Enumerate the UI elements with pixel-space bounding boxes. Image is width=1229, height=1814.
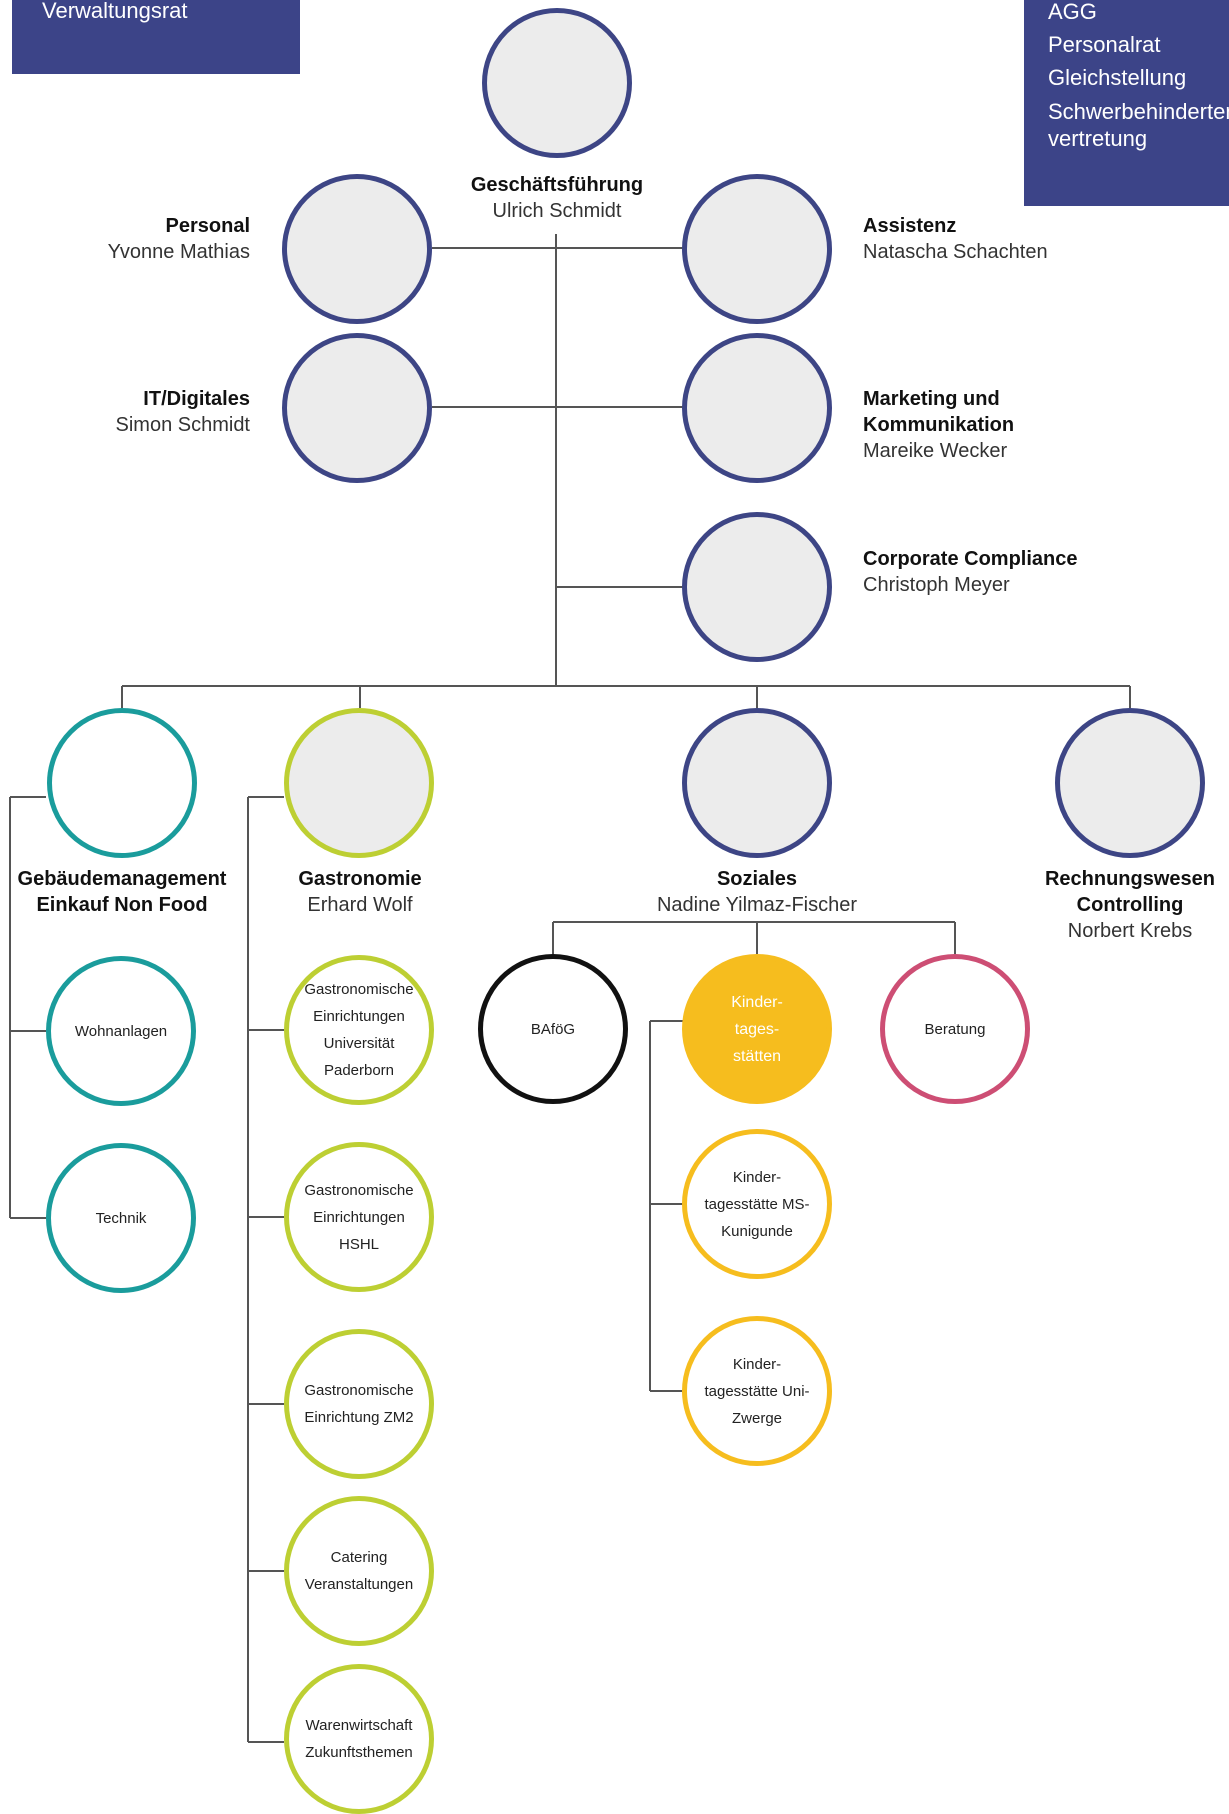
unit-gastro-hshl-line-3: HSHL (338, 1235, 379, 1253)
unit-kitas-line-2: tages- (734, 1020, 780, 1038)
dept-rechnung-title-1: Rechnungswesen (1044, 868, 1216, 890)
unit-gastro-zm2: Gastronomische Einrichtung ZM2 (284, 1329, 434, 1479)
staff-personal-label: Personal Yvonne Mathias (20, 213, 250, 265)
committee-agg: AGG (1048, 0, 1097, 24)
unit-kita-kunigunde-line-3: Kunigunde (721, 1222, 793, 1240)
dept-gastro-title: Gastronomie (298, 868, 422, 890)
staff-personal-name: Yvonne Mathias (107, 241, 250, 263)
dept-soziales-photo (682, 708, 832, 858)
committee-gleichstellung: Gleichstellung (1048, 65, 1187, 90)
staff-marketing-photo (682, 333, 832, 483)
unit-kita-kunigunde-line-1: Kinder- (732, 1168, 782, 1186)
staff-it-title: IT/Digitales (143, 388, 250, 410)
staff-it-photo (282, 333, 432, 483)
staff-assistenz-photo (682, 174, 832, 324)
dept-gebaeude-title-1: Gebäudemanagement (17, 868, 227, 890)
dept-gebaeude-label: Gebäudemanagement Einkauf Non Food (2, 866, 242, 918)
unit-warenwirtschaft-line-1: Warenwirtschaft (305, 1717, 413, 1734)
leader-photo (482, 8, 632, 158)
unit-gastro-zm2-line-1: Gastronomische (304, 1382, 414, 1399)
unit-catering-line-1: Catering (330, 1549, 388, 1566)
unit-kita-unizwerge: Kinder- tagesstätte Uni- Zwerge (682, 1316, 832, 1466)
staff-marketing-title-1: Marketing und (863, 388, 1000, 410)
dept-soziales-name: Nadine Yilmaz-Fischer (656, 894, 858, 916)
unit-technik-label: Technik (95, 1209, 147, 1227)
dept-rechnung-photo (1055, 708, 1205, 858)
staff-compliance-title: Corporate Compliance (863, 548, 1078, 570)
unit-gastro-uni-line-4: Paderborn (323, 1062, 395, 1079)
unit-gastro-hshl-line-2: Einrichtungen (313, 1208, 405, 1226)
staff-marketing-label: Marketing und Kommunikation Mareike Weck… (863, 386, 1163, 464)
unit-gastro-uni-line-1: Gastronomische (304, 981, 414, 998)
unit-kitas-line-1: Kinder- (731, 993, 783, 1011)
unit-technik: Technik (46, 1143, 196, 1293)
unit-kitas-line-3: stätten (732, 1047, 781, 1065)
unit-bafoeg: BAföG (478, 954, 628, 1104)
committee-personalrat: Personalrat (1048, 32, 1161, 57)
staff-personal-photo (282, 174, 432, 324)
dept-rechnung-label: Rechnungswesen Controlling Norbert Krebs (1020, 866, 1229, 944)
staff-assistenz-name: Natascha Schachten (863, 241, 1048, 263)
dept-gastro-label: Gastronomie Erhard Wolf (250, 866, 470, 918)
unit-kitas: Kinder- tages- stätten (682, 954, 832, 1104)
dept-gebaeude-title-2: Einkauf Non Food (36, 894, 208, 916)
verwaltungsrat-label: Verwaltungsrat (42, 0, 188, 23)
dept-rechnung-name: Norbert Krebs (1067, 920, 1193, 942)
unit-gastro-uni-line-3: Universität (323, 1035, 395, 1052)
committees-box: AGG Personalrat Gleichstellung Schwerbeh… (1024, 0, 1229, 206)
staff-compliance-photo (682, 512, 832, 662)
unit-kita-unizwerge-line-3: Zwerge (731, 1409, 783, 1427)
unit-gastro-zm2-line-2: Einrichtung ZM2 (304, 1409, 414, 1426)
unit-beratung: Beratung (880, 954, 1030, 1104)
dept-soziales-label: Soziales Nadine Yilmaz-Fischer (622, 866, 892, 918)
unit-catering: Catering Veranstaltungen (284, 1496, 434, 1646)
dept-gastro-name: Erhard Wolf (307, 894, 413, 916)
dept-gastro-photo (284, 708, 434, 858)
unit-kita-unizwerge-line-1: Kinder- (732, 1355, 782, 1373)
staff-it-label: IT/Digitales Simon Schmidt (20, 386, 251, 438)
leader-name: Ulrich Schmidt (492, 200, 622, 222)
staff-compliance-label: Corporate Compliance Christoph Meyer (863, 546, 1183, 598)
committee-schwerbehinderten: Schwerbehinderten-vertretung (1048, 99, 1229, 151)
unit-kita-kunigunde-line-2: tagesstätte MS- (704, 1195, 810, 1213)
staff-assistenz-label: Assistenz Natascha Schachten (863, 213, 1163, 265)
unit-wohnanlagen-label: Wohnanlagen (74, 1022, 168, 1040)
staff-it-name: Simon Schmidt (115, 414, 251, 436)
dept-rechnung-title-2: Controlling (1076, 894, 1184, 916)
unit-kita-unizwerge-line-2: tagesstätte Uni- (704, 1382, 810, 1400)
unit-gastro-hshl: Gastronomische Einrichtungen HSHL (284, 1142, 434, 1292)
unit-bafoeg-label: BAföG (530, 1020, 576, 1038)
unit-warenwirtschaft-line-2: Zukunftsthemen (305, 1744, 413, 1761)
unit-gastro-hshl-line-1: Gastronomische (304, 1181, 414, 1199)
unit-kita-kunigunde: Kinder- tagesstätte MS- Kunigunde (682, 1129, 832, 1279)
staff-assistenz-title: Assistenz (863, 215, 957, 237)
dept-gebaeude-circle (47, 708, 197, 858)
staff-compliance-name: Christoph Meyer (863, 574, 1010, 596)
unit-warenwirtschaft: Warenwirtschaft Zukunftsthemen (284, 1664, 434, 1814)
leader-title: Geschäftsführung (470, 174, 644, 196)
staff-marketing-title-2: Kommunikation (863, 414, 1015, 436)
unit-catering-line-2: Veranstaltungen (304, 1576, 414, 1593)
unit-gastro-uni-line-2: Einrichtungen (313, 1008, 405, 1025)
unit-gastro-uni-paderborn: Gastronomische Einrichtungen Universität… (284, 955, 434, 1105)
unit-wohnanlagen: Wohnanlagen (46, 956, 196, 1106)
dept-soziales-title: Soziales (716, 868, 798, 890)
unit-beratung-label: Beratung (924, 1020, 986, 1038)
staff-marketing-name: Mareike Wecker (863, 440, 1008, 462)
staff-personal-title: Personal (165, 215, 250, 237)
leader-label: Geschäftsführung Ulrich Schmidt (442, 172, 672, 224)
verwaltungsrat-box: Verwaltungsrat (12, 0, 300, 74)
